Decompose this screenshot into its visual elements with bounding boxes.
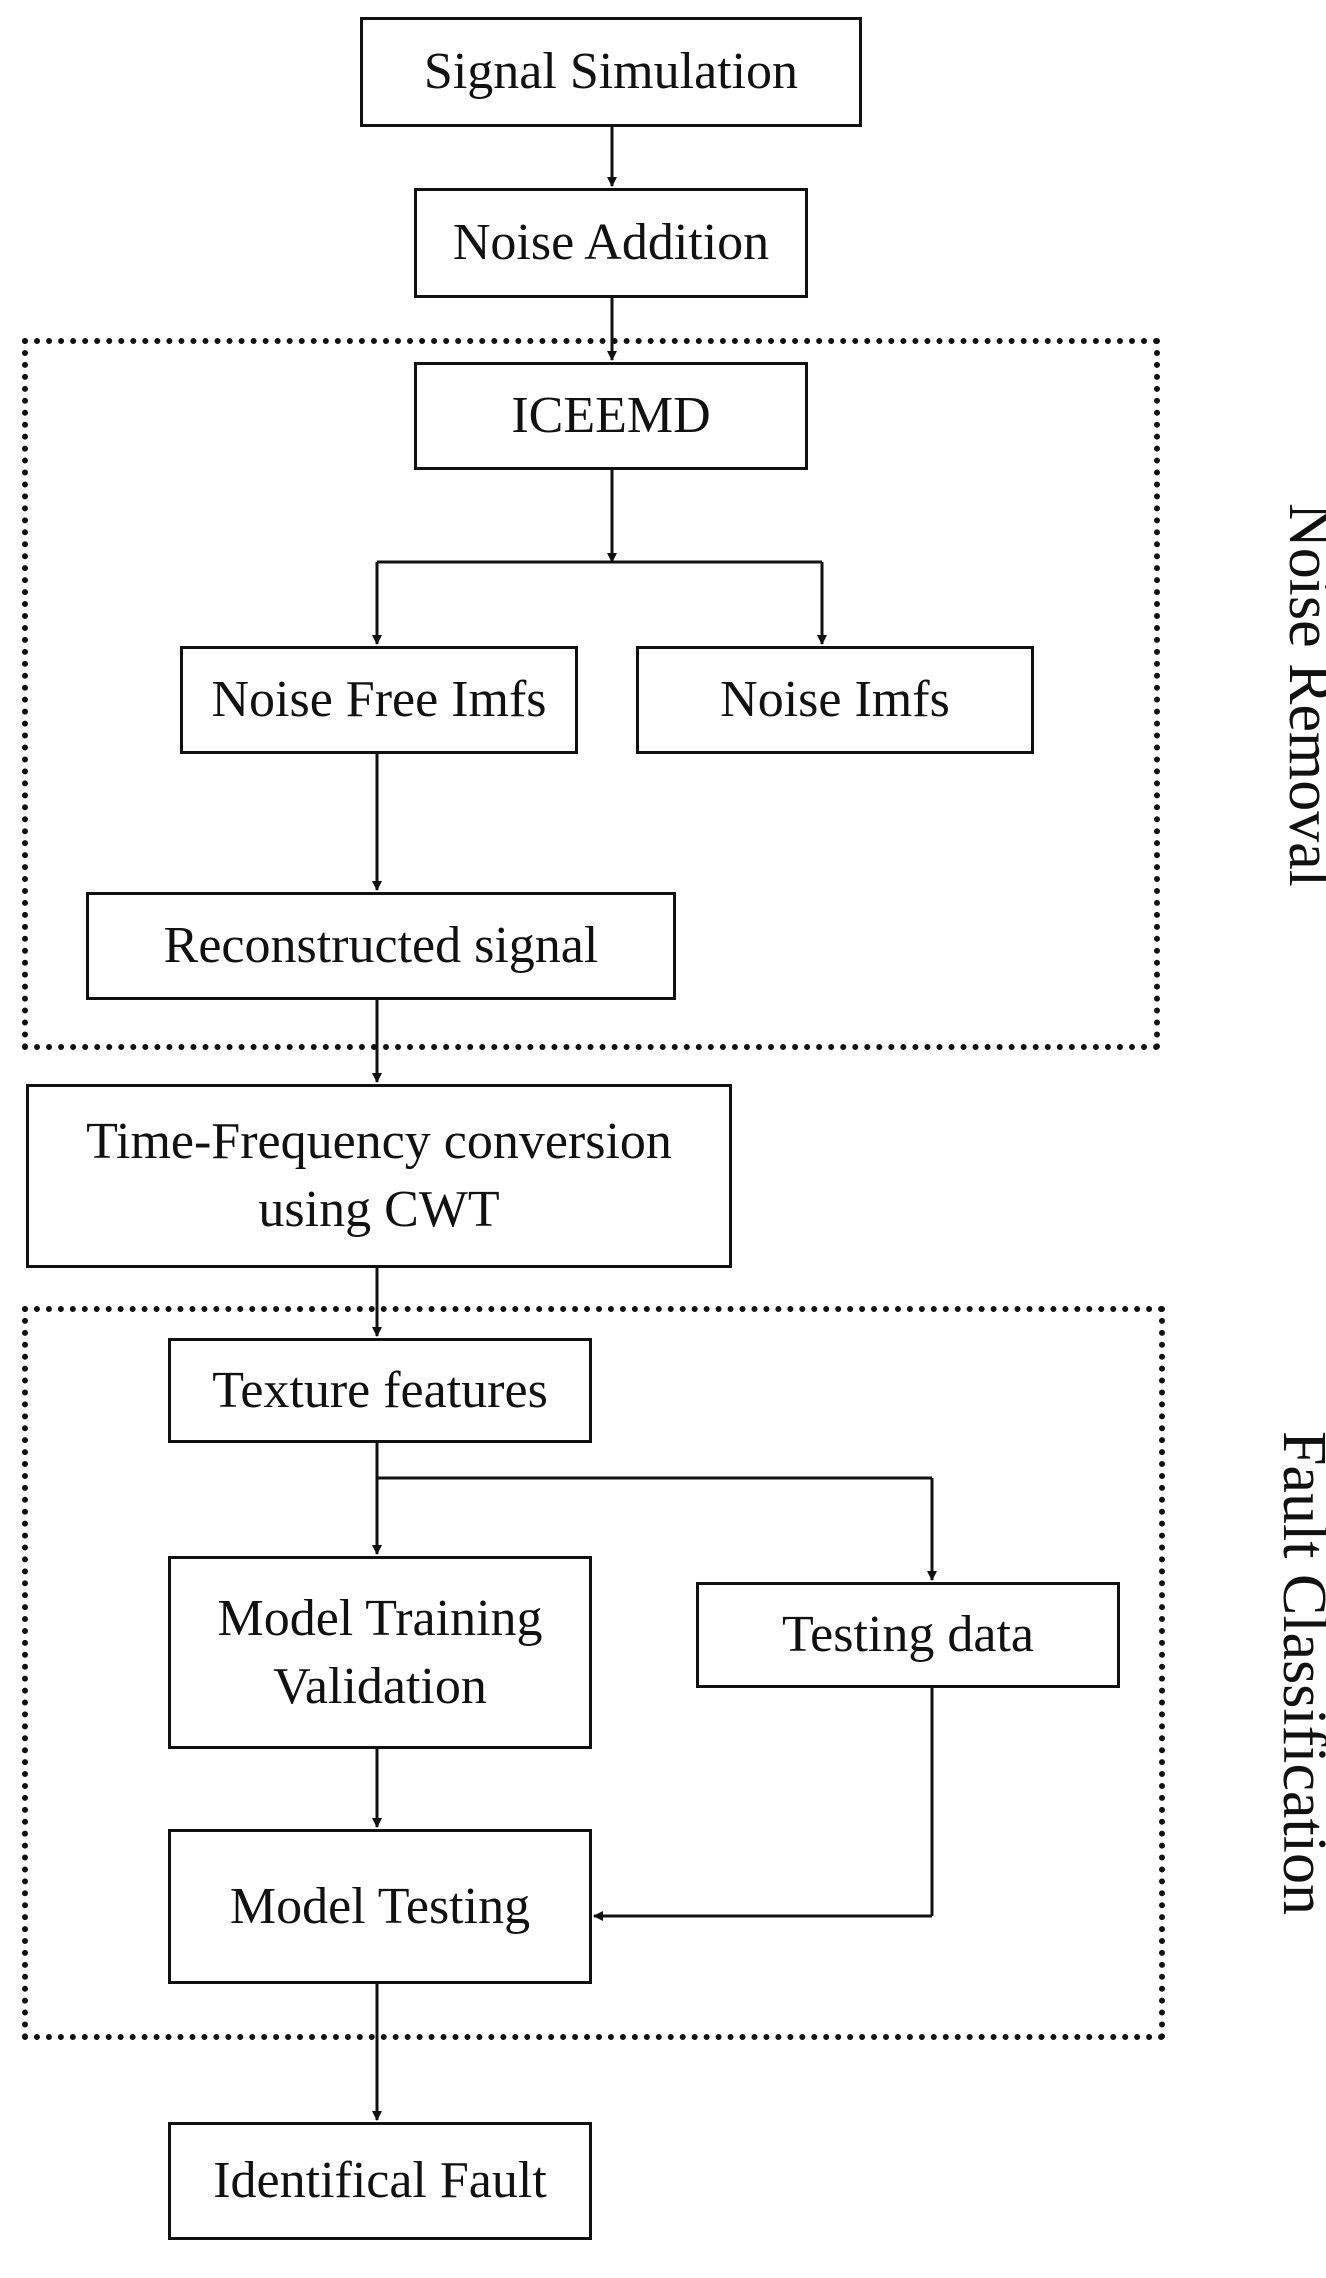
iceemd-box: ICEEMD <box>414 362 808 470</box>
time-frequency-box: Time-Frequency conversion using CWT <box>26 1084 732 1268</box>
testing-data-box: Testing data <box>696 1582 1120 1688</box>
noise-removal-group <box>22 338 1160 1050</box>
identifical-fault-label: Identifical Fault <box>213 2152 547 2210</box>
reconstructed-signal-box: Reconstructed signal <box>86 892 676 1000</box>
noise-imfs-box: Noise Imfs <box>636 646 1034 754</box>
noise-free-imfs-label: Noise Free Imfs <box>211 671 547 729</box>
model-testing-label: Model Testing <box>229 1877 531 1935</box>
texture-features-box: Texture features <box>168 1338 592 1443</box>
testing-data-label: Testing data <box>782 1606 1034 1664</box>
signal-simulation-label: Signal Simulation <box>423 43 799 101</box>
reconstructed-signal-label: Reconstructed signal <box>163 917 599 975</box>
signal-simulation-box: Signal Simulation <box>360 17 862 127</box>
noise-imfs-label: Noise Imfs <box>720 671 950 729</box>
identifical-fault-box: Identifical Fault <box>168 2122 592 2240</box>
model-training-label: Model Training Validation <box>217 1589 543 1715</box>
noise-addition-label: Noise Addition <box>452 214 770 272</box>
texture-features-label: Texture features <box>212 1361 548 1419</box>
model-testing-box: Model Testing <box>168 1829 592 1984</box>
model-training-box: Model Training Validation <box>168 1556 592 1749</box>
time-frequency-label: Time-Frequency conversion using CWT <box>86 1113 672 1238</box>
iceemd-label: ICEEMD <box>511 387 711 445</box>
fault-classification-group <box>22 1306 1165 2040</box>
fault-classification-side-label: Fault Classification <box>1270 1431 1326 1915</box>
noise-removal-side-label: Noise Removal <box>1276 503 1326 887</box>
noise-addition-box: Noise Addition <box>414 188 808 298</box>
noise-free-imfs-box: Noise Free Imfs <box>180 646 578 754</box>
